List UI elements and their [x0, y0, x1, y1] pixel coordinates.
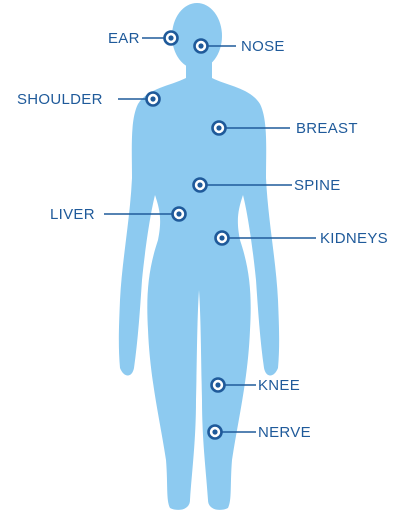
liver-marker-dot [176, 211, 181, 216]
kidneys-marker-dot [219, 235, 224, 240]
human-silhouette [119, 3, 279, 510]
kidneys-label: KIDNEYS [320, 230, 388, 247]
liver-label: LIVER [50, 206, 95, 223]
ear-label: EAR [108, 30, 140, 47]
nose-label: NOSE [241, 38, 285, 55]
ear-callout: EAR [108, 30, 178, 47]
nerve-label: NERVE [258, 424, 311, 441]
ear-marker-dot [168, 35, 173, 40]
spine-marker-dot [197, 182, 202, 187]
spine-label: SPINE [294, 177, 341, 194]
nose-marker-dot [198, 43, 203, 48]
knee-marker-dot [215, 382, 220, 387]
shoulder-marker-dot [150, 96, 155, 101]
breast-label: BREAST [296, 120, 358, 137]
breast-marker-dot [216, 125, 221, 130]
knee-label: KNEE [258, 377, 300, 394]
shoulder-label: SHOULDER [17, 91, 103, 108]
nerve-marker-dot [212, 429, 217, 434]
